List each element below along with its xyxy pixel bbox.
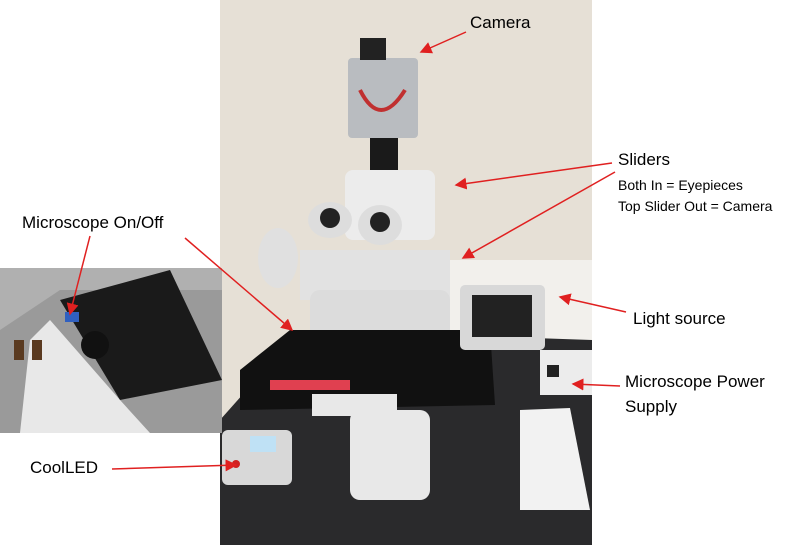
- power-supply-label-1: Microscope Power: [625, 372, 765, 391]
- camera-label: Camera: [470, 13, 531, 32]
- coolled-label: CoolLED: [30, 458, 99, 477]
- sliders-label: Sliders: [618, 150, 670, 169]
- camera-device: [348, 58, 418, 138]
- on-off-label: Microscope On/Off: [22, 213, 164, 232]
- on-off-arrow-inset: [66, 235, 91, 316]
- sliders-note-1: Both In = Eyepieces: [618, 177, 743, 193]
- slider-arrow-bottom: [461, 171, 616, 259]
- coolled-arrow: [111, 459, 238, 472]
- light-source-label: Light source: [633, 309, 726, 328]
- sliders-note-2: Top Slider Out = Camera: [618, 198, 773, 214]
- camera-arrow: [419, 31, 467, 54]
- power-supply-label-2: Supply: [625, 397, 677, 416]
- inset-photo: [0, 268, 222, 433]
- main-photo: [220, 0, 592, 545]
- power-supply-arrow: [571, 378, 621, 391]
- slider-arrow-top: [454, 162, 613, 190]
- light-source-arrow: [558, 293, 627, 313]
- on-off-arrow-main: [184, 237, 294, 331]
